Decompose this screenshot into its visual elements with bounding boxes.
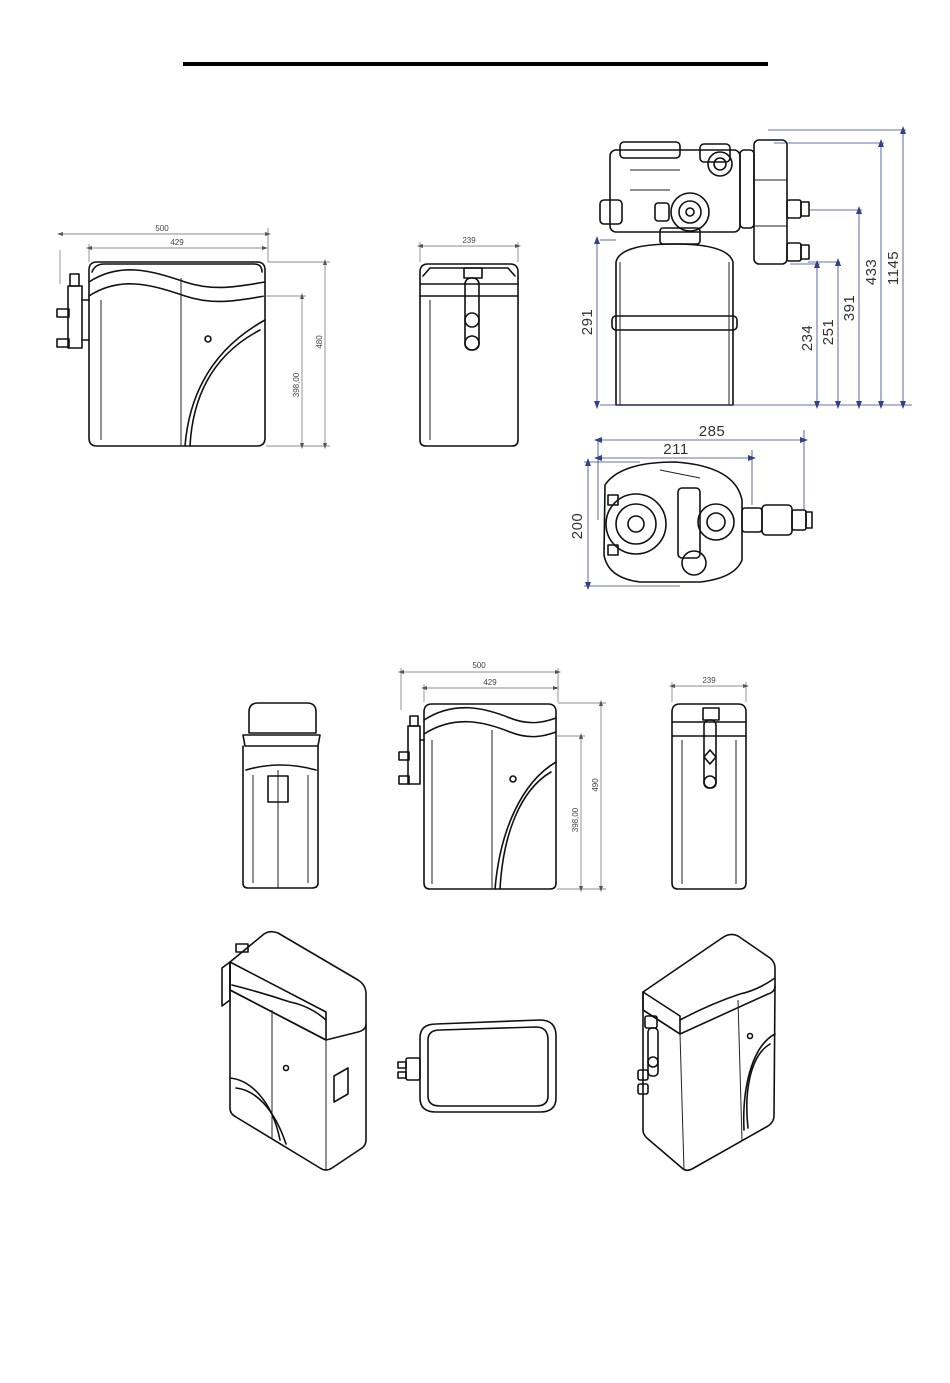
- valve-top-view: [604, 462, 812, 582]
- valve-elevation-view: [600, 140, 809, 405]
- valve-top-depth-200-label: 200: [569, 513, 586, 540]
- valve-height-251-label: 251: [820, 319, 837, 346]
- set2-front-view: [399, 704, 556, 889]
- set2-side-dimensions: [672, 682, 746, 702]
- valve-top-width-285-label: 285: [699, 423, 726, 440]
- valve-top-dimensions: [584, 430, 804, 586]
- iso-view-left: [222, 932, 366, 1170]
- set1-width-body-label: 429: [170, 238, 184, 247]
- valve-height-291-label: 291: [579, 309, 596, 336]
- set2-height-overall-label: 490: [591, 778, 600, 792]
- set1-side-view: [420, 264, 518, 446]
- set2-side-view: [672, 704, 746, 889]
- valve-height-1145-label: 1145: [885, 251, 902, 285]
- set2-width-overall-label: 500: [472, 661, 486, 670]
- set2-height-body-label: 398,00: [571, 807, 580, 832]
- set1-height-overall-label: 480: [315, 335, 324, 349]
- valve-height-433-label: 433: [863, 259, 880, 286]
- set2-width-body-label: 429: [483, 678, 497, 687]
- set2-back-view: [243, 703, 320, 888]
- set1-width-overall-label: 500: [155, 224, 169, 233]
- set2-depth-label: 239: [702, 676, 716, 685]
- set1-depth-label: 239: [462, 236, 476, 245]
- iso-view-right: [638, 934, 775, 1170]
- set1-side-dimensions: [420, 242, 518, 262]
- top-view-middle: [398, 1020, 556, 1112]
- valve-height-234-label: 234: [799, 325, 816, 352]
- set1-front-view: [57, 262, 265, 446]
- valve-top-width-211-label: 211: [663, 441, 688, 458]
- set1-height-body-label: 398,00: [292, 372, 301, 397]
- valve-height-391-label: 391: [841, 295, 858, 322]
